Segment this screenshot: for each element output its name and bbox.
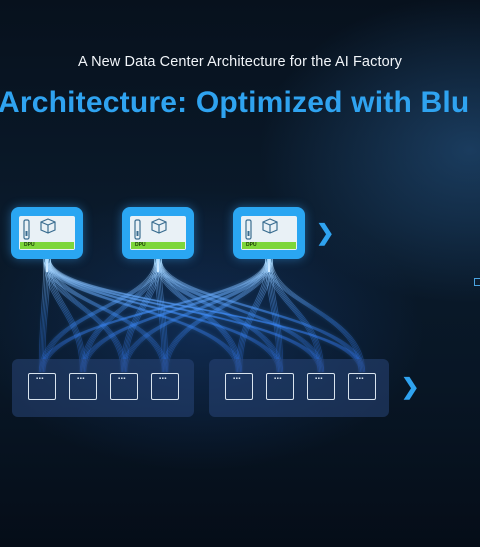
gpu-node-panel: DPU [19,216,75,250]
fiber-line [84,258,271,373]
fiber-line [156,258,164,373]
fiber-line [38,258,45,373]
fiber-line [156,258,361,373]
fiber-line [163,258,268,373]
fiber-line [157,258,363,373]
fiber-line [265,258,319,373]
switch-icon: ▪▪▪ [307,373,335,400]
fiber-line [235,258,267,373]
switch-icon: ▪▪▪ [69,373,97,400]
fiber-glow [122,258,271,373]
fiber-line [120,258,267,373]
gpu-node-panel: DPU [241,216,297,250]
gpu-node-label: DPU [246,242,257,248]
gpu-node-label-strip: DPU [131,242,185,249]
fiber-line [43,258,278,373]
gpu-node-label-strip: DPU [242,242,296,249]
fiber-line [265,258,278,373]
fiber-line [271,258,366,373]
switch-icon: ▪▪▪ [151,373,179,400]
gpu-node-label: DPU [135,242,146,248]
fiber-line [265,258,360,373]
fiber-line [270,258,364,373]
switch-icon: ▪▪▪ [225,373,253,400]
fiber-line [82,258,270,373]
gpu-node-2: DPU [122,207,194,259]
switch-icon: ▪▪▪ [266,373,294,400]
fiber-line [43,258,122,373]
fiber-line [40,258,268,373]
gpu-node-label-strip: DPU [20,242,74,249]
fiber-line [43,258,81,373]
fiber-line [267,258,361,373]
fiber-line [154,258,319,373]
fiber-line [157,258,166,373]
chevron-right-icon: ❯ [401,374,420,399]
fiber-line [43,258,237,373]
fiber-line [85,258,273,373]
fiber-line [45,258,164,373]
fiber-line [79,258,267,373]
offscreen-bracket-mark [474,278,480,286]
fiber-line [125,258,271,373]
fiber-line [268,258,363,373]
server-icon [134,218,167,240]
chevron-right-icon: ❯ [316,220,335,245]
fiber-line [120,258,156,373]
slide-subtitle: A New Data Center Architecture for the A… [77,54,403,70]
gpu-node-1: DPU [11,207,83,259]
server-icon [23,218,56,240]
switch-group-2 [209,359,389,417]
gpu-node-label: DPU [24,242,35,248]
gpu-node-3: DPU [233,207,305,259]
fiber-line [159,258,364,373]
slide-headline: Architecture: Optimized with Blu [0,86,470,119]
fiber-line [79,258,156,373]
fiber-line [41,258,270,373]
fiber-line [38,258,156,373]
switch-icon: ▪▪▪ [348,373,376,400]
switch-icon: ▪▪▪ [110,373,138,400]
fiber-line [161,258,267,373]
fiber-line [123,258,270,373]
switch-group-1 [12,359,194,417]
fiber-line [43,258,271,373]
server-icon [245,218,278,240]
fiber-line [122,258,268,373]
fiber-line [81,258,268,373]
switch-icon: ▪▪▪ [28,373,56,400]
fiber-line [38,258,267,373]
gpu-node-panel: DPU [130,216,186,250]
